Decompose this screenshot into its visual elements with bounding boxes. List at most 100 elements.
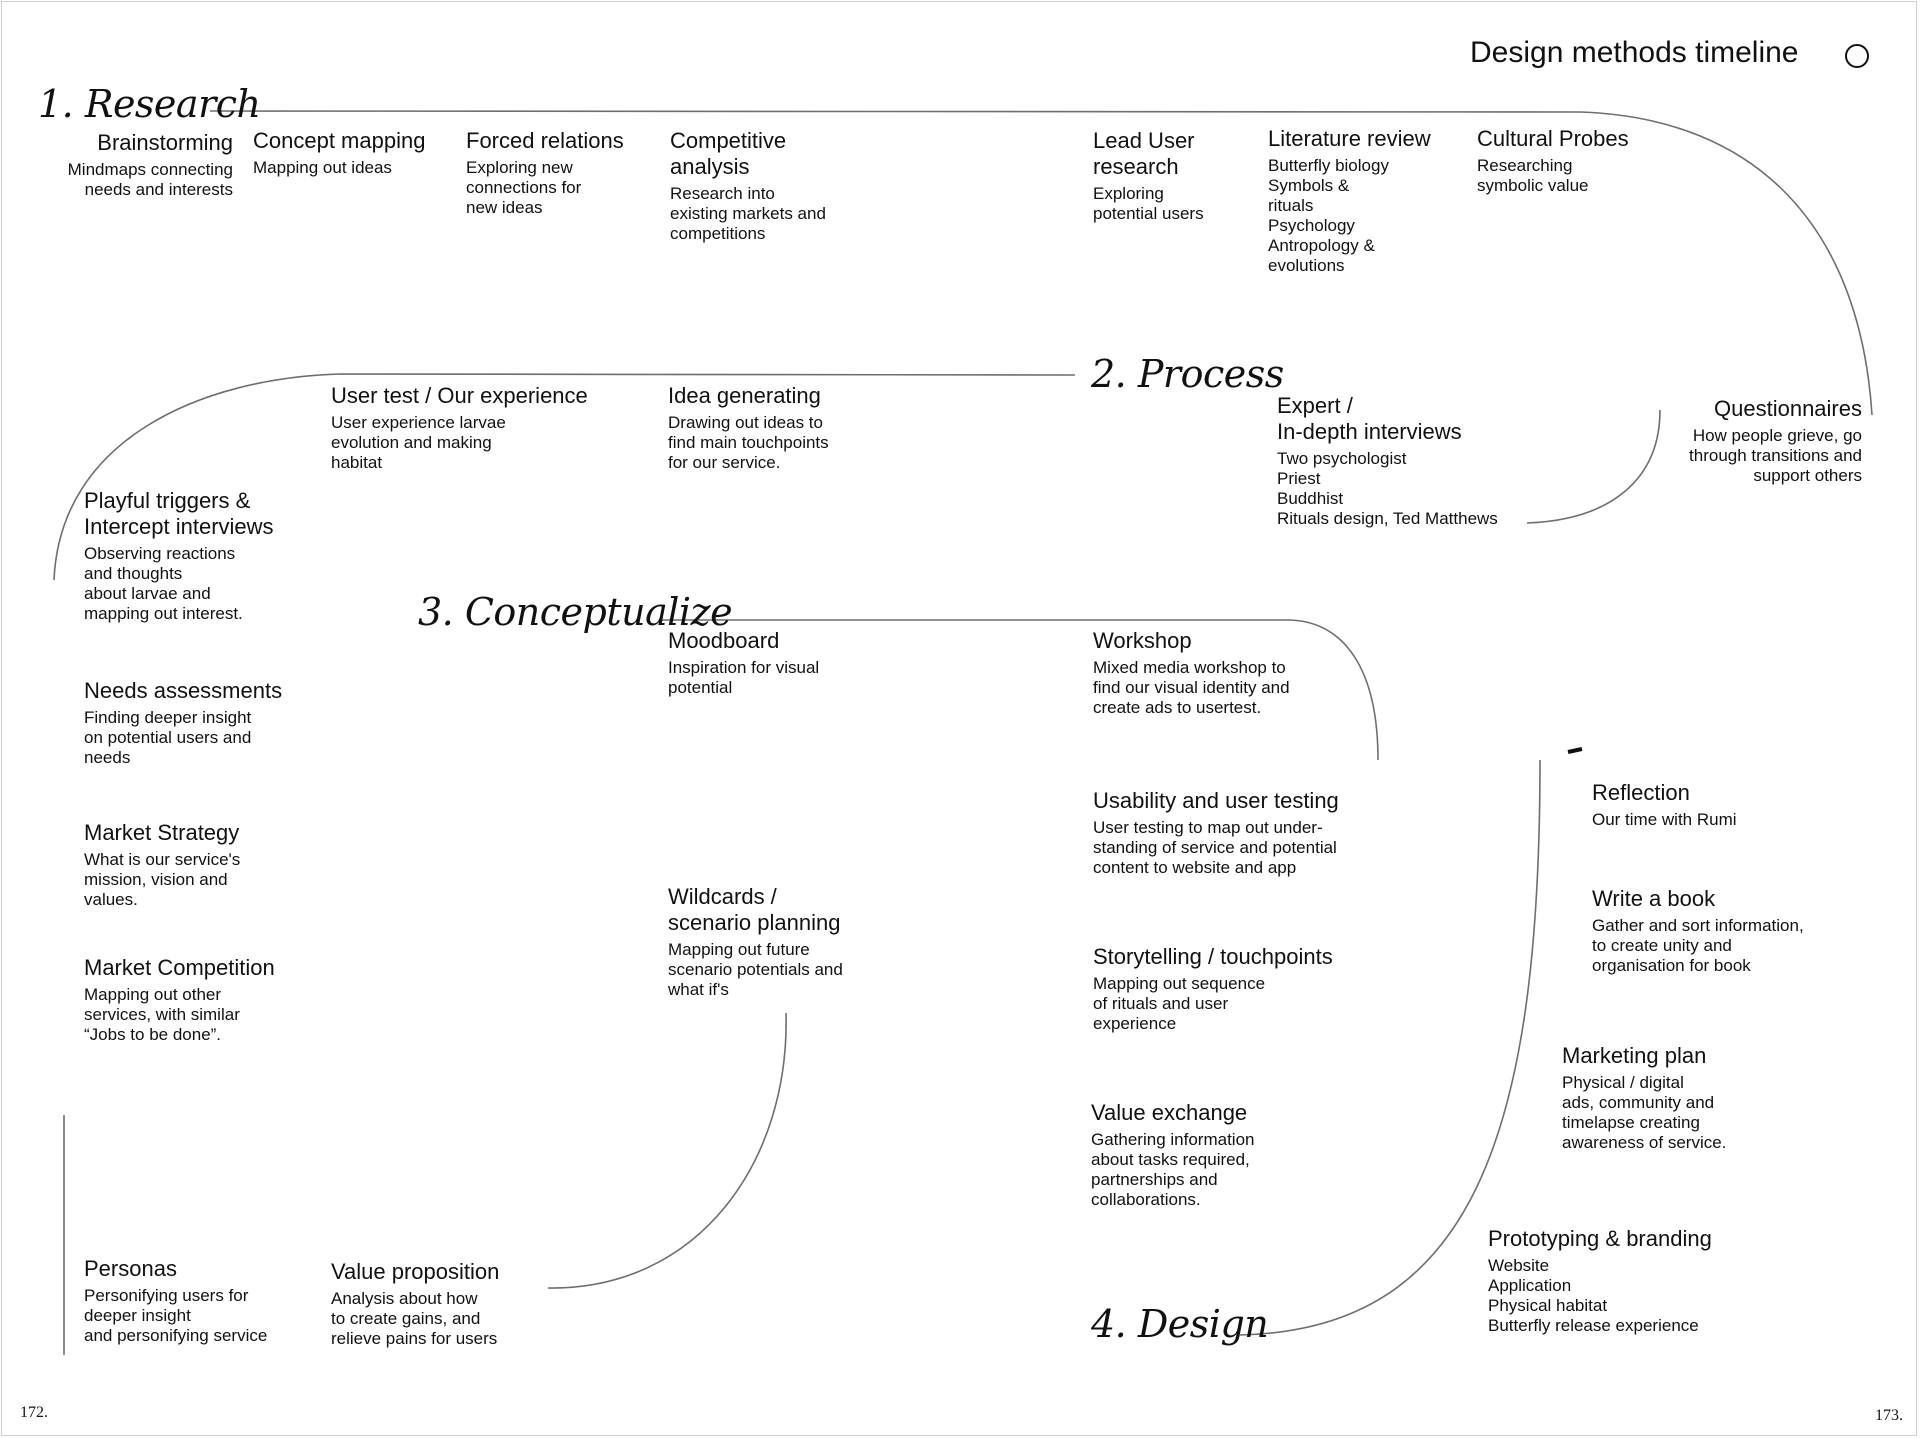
method-description-line: Physical habitat xyxy=(1488,1296,1608,1315)
method-description-line: Our time with Rumi xyxy=(1592,810,1737,829)
method-title: Expert /In-depth interviews xyxy=(1277,393,1607,445)
phase-research-heading: 1. Research xyxy=(38,82,261,126)
method-description-line: Gather and sort information, xyxy=(1592,916,1804,935)
method-title-line: Cultural Probes xyxy=(1477,126,1629,151)
method-title-line: Forced relations xyxy=(466,128,624,153)
method-description-line: evolution and making xyxy=(331,433,492,452)
method-description-line: what if's xyxy=(668,980,729,999)
method-title-line: Literature review xyxy=(1268,126,1431,151)
method-description-line: Website xyxy=(1488,1256,1550,1275)
method-title-line: analysis xyxy=(670,154,750,179)
method-title: Playful triggers &Intercept interviews xyxy=(84,488,334,540)
method-title-line: Storytelling / touchpoints xyxy=(1093,944,1333,969)
method-title-line: In-depth interviews xyxy=(1277,419,1462,444)
method-title: Personas xyxy=(84,1256,334,1282)
method-description-line: Analysis about how xyxy=(331,1289,478,1308)
method-title-line: Playful triggers & xyxy=(84,488,251,513)
method-description-line: Butterfly biology xyxy=(1268,156,1389,175)
method-description-line: symbolic value xyxy=(1477,176,1589,195)
method-title: Storytelling / touchpoints xyxy=(1093,944,1393,970)
method-description-line: mapping out interest. xyxy=(84,604,243,623)
method-title: Market Strategy xyxy=(84,820,334,846)
method-description: User testing to map out under-standing o… xyxy=(1093,818,1433,878)
method-description-line: Two psychologist xyxy=(1277,449,1407,468)
phase-design-heading: 4. Design xyxy=(1091,1302,1269,1346)
method-description-line: find our visual identity and xyxy=(1093,678,1290,697)
method-description-line: Mapping out sequence xyxy=(1093,974,1266,993)
method-title-line: Competitive xyxy=(670,128,787,153)
method-description-line: experience xyxy=(1093,1014,1177,1033)
method-description-line: relieve pains for users xyxy=(331,1329,498,1348)
method-title-line: Moodboard xyxy=(668,628,780,653)
method-description-line: mission, vision and xyxy=(84,870,228,889)
method-description-line: rituals xyxy=(1268,196,1314,215)
method-title: Marketing plan xyxy=(1562,1043,1822,1069)
method-title-line: Workshop xyxy=(1093,628,1192,653)
method-description-line: content to website and app xyxy=(1093,858,1297,877)
circle-icon xyxy=(1845,44,1869,68)
page-title: Design methods timeline xyxy=(1470,36,1799,69)
phase-conceptualize-heading: 3. Conceptualize xyxy=(418,590,733,634)
method-description-line: Mixed media workshop to xyxy=(1093,658,1286,677)
method-description-line: User testing to map out under- xyxy=(1093,818,1323,837)
method-description-line: ads, community and xyxy=(1562,1093,1715,1112)
method-title-line: Wildcards / xyxy=(668,884,777,909)
method-description-line: Exploring new xyxy=(466,158,573,177)
method-description-line: Physical / digital xyxy=(1562,1073,1684,1092)
method-description-line: and personifying service xyxy=(84,1326,268,1345)
method-title-line: Idea generating xyxy=(668,383,821,408)
method-description-line: habitat xyxy=(331,453,383,472)
page-number-right: 173. xyxy=(1875,1407,1903,1424)
method-description-line: connections for xyxy=(466,178,582,197)
method-description-line: services, with similar xyxy=(84,1005,240,1024)
method-title: Questionnaires xyxy=(1630,396,1862,422)
method-description-line: How people grieve, go xyxy=(1692,426,1862,445)
method-description-line: Inspiration for visual xyxy=(668,658,820,677)
research-path xyxy=(209,110,1873,416)
method-description-line: to create unity and xyxy=(1592,936,1732,955)
method-title-line: Concept mapping xyxy=(253,128,426,153)
method-description-line: Mapping out ideas xyxy=(253,158,392,177)
method-title-line: Market Competition xyxy=(84,955,275,980)
method-title: User test / Our experience xyxy=(331,383,651,409)
method-title: Moodboard xyxy=(668,628,918,654)
method-description-line: existing markets and xyxy=(670,204,826,223)
method-title: Value proposition xyxy=(331,1259,581,1285)
method-description-line: Psychology xyxy=(1268,216,1355,235)
method-title: Brainstorming xyxy=(48,130,233,156)
conceptualize-connector xyxy=(547,1012,787,1289)
method-title: Reflection xyxy=(1592,780,1842,806)
method-description-line: scenario potentials and xyxy=(668,960,843,979)
conceptualize-path xyxy=(662,619,1379,761)
method-description-line: Observing reactions xyxy=(84,544,236,563)
method-title-line: Brainstorming xyxy=(97,130,233,155)
